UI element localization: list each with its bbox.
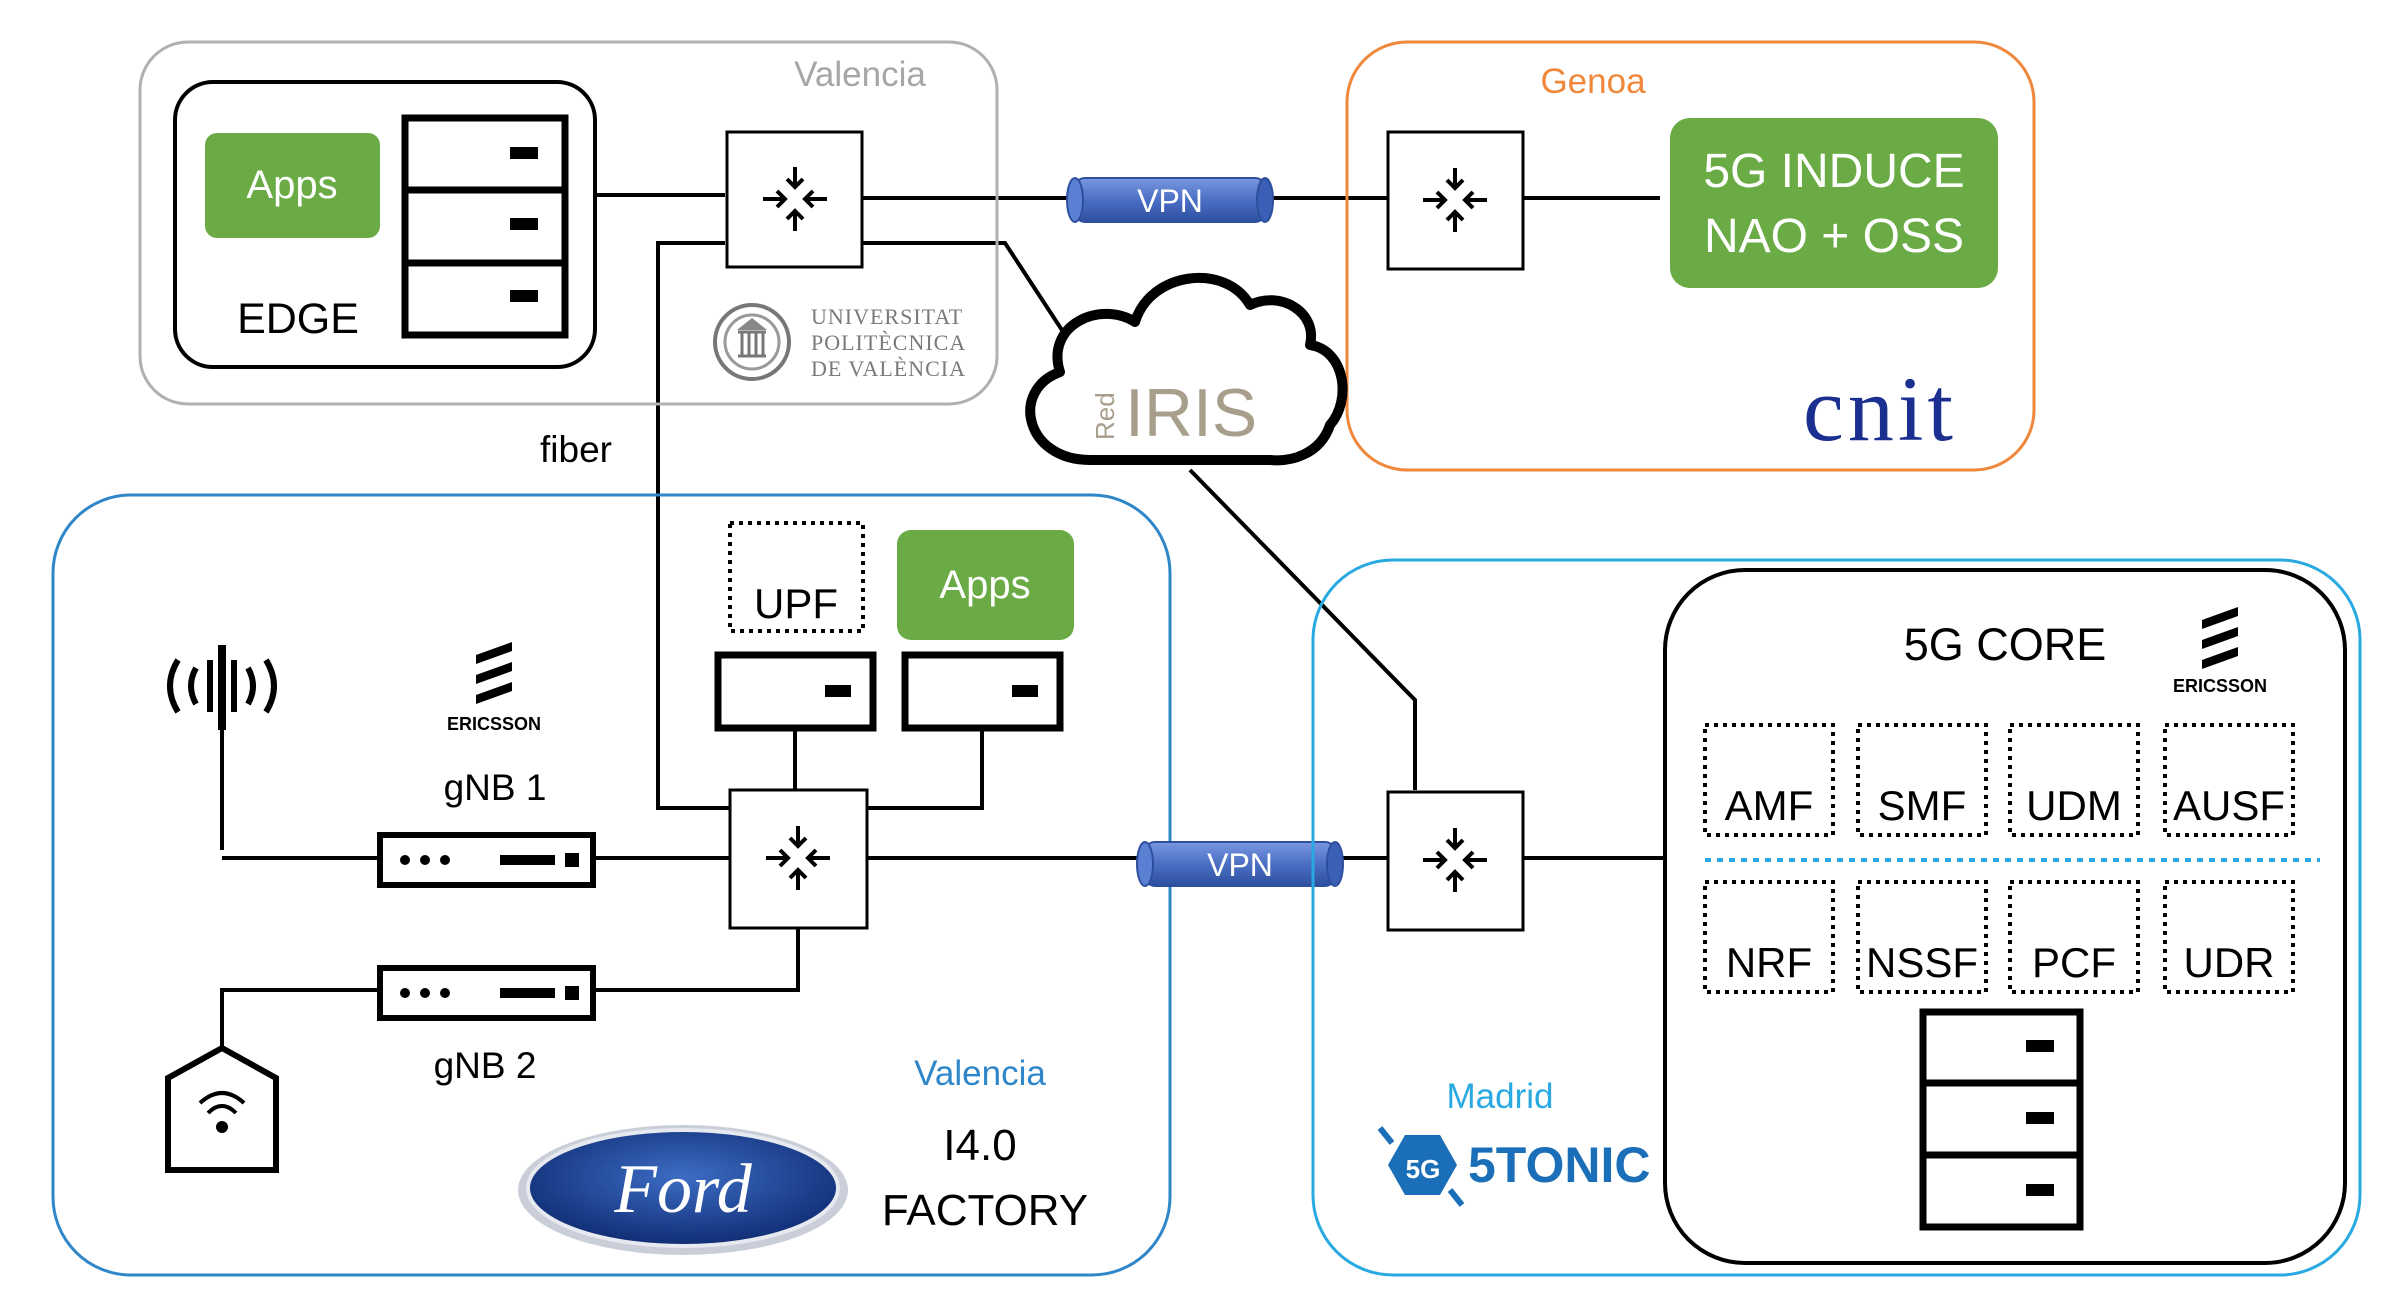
ericsson-logo-core: ERICSSON bbox=[2173, 607, 2267, 696]
fivetonic-hex-text: 5G bbox=[1406, 1154, 1441, 1184]
factory-title-line2: FACTORY bbox=[882, 1186, 1088, 1235]
factory-router-icon bbox=[728, 788, 869, 930]
upv-logo-line2: POLITÈCNICA bbox=[811, 330, 966, 355]
core-functions-row2: NRF NSSF PCF UDR bbox=[1703, 880, 2295, 994]
small-cell-icon bbox=[165, 1044, 279, 1173]
valencia-factory-region: ERICSSON gNB 1 gNB 2 UPF bbox=[51, 493, 1172, 1277]
ford-logo-text: Ford bbox=[613, 1151, 752, 1228]
madrid-border bbox=[1311, 558, 2362, 1277]
nf-nssf-label: NSSF bbox=[1866, 939, 1978, 986]
antenna-icon bbox=[167, 645, 277, 730]
ericsson-core-label: ERICSSON bbox=[2173, 676, 2267, 696]
ericsson-icon bbox=[2202, 607, 2238, 669]
fiber-line bbox=[656, 241, 730, 810]
rediris-iris-label: IRIS bbox=[1125, 375, 1257, 451]
nf-amf-box bbox=[1703, 723, 1835, 837]
fiber-label: fiber bbox=[540, 429, 612, 470]
rediris-to-madrid-line bbox=[1188, 468, 1417, 790]
upv-logo: UNIVERSITAT POLITÈCNICA DE VALÈNCIA bbox=[713, 303, 966, 381]
ericsson-gnb-label: ERICSSON bbox=[447, 714, 541, 734]
upf-server-icon bbox=[714, 651, 877, 732]
router-to-rediris-line bbox=[862, 241, 1077, 352]
gnb1-device-icon bbox=[377, 832, 596, 888]
small-cell-to-gnb2-line bbox=[220, 988, 378, 1050]
vpn-top-label: VPN bbox=[1137, 183, 1203, 219]
madrid-region: Madrid 5G 5TONIC 5G CORE ERICSSON AMF SM… bbox=[1311, 558, 2362, 1277]
fivetonic-hexagon-icon bbox=[1388, 1135, 1457, 1195]
factory-title-line1: I4.0 bbox=[943, 1121, 1016, 1170]
gnb2-device-icon bbox=[377, 965, 596, 1021]
induce-line1: 5G INDUCE bbox=[1703, 145, 1964, 198]
fivetonic-logo: 5G 5TONIC bbox=[1377, 1126, 1650, 1207]
apps-server-icon bbox=[901, 651, 1064, 732]
vpn-bottom-label: VPN bbox=[1207, 847, 1273, 883]
vpn-bottom-tunnel: VPN bbox=[1136, 841, 1344, 887]
nf-pcf-box bbox=[2008, 880, 2140, 994]
ford-oval-icon bbox=[526, 1128, 840, 1248]
nf-amf-label: AMF bbox=[1725, 782, 1814, 829]
edge-label: EDGE bbox=[237, 295, 359, 343]
madrid-router-icon bbox=[1386, 790, 1525, 932]
factory-region-title: Valencia bbox=[914, 1054, 1046, 1093]
valencia-upv-border bbox=[138, 40, 999, 406]
ericsson-icon bbox=[476, 642, 512, 704]
core-server-icon bbox=[1919, 1008, 2084, 1231]
nf-nrf-label: NRF bbox=[1726, 939, 1812, 986]
valencia-upv-region: Valencia Apps EDGE UNIVERSITAT POLITÈCNI… bbox=[138, 40, 999, 406]
rediris-red-label: Red bbox=[1090, 392, 1120, 440]
ford-logo: Ford bbox=[518, 1125, 848, 1255]
genoa-region: Genoa 5G INDUCE NAO + OSS cnit bbox=[1345, 40, 2036, 472]
edge-server-icon bbox=[401, 114, 569, 339]
gnb1-label: gNB 1 bbox=[444, 767, 547, 808]
edge-apps-label: Apps bbox=[246, 163, 337, 207]
induce-line2: NAO + OSS bbox=[1704, 210, 1964, 263]
core-functions-row1: AMF SMF UDM AUSF bbox=[1703, 723, 2295, 837]
valencia-router-icon bbox=[725, 130, 864, 269]
genoa-border bbox=[1345, 40, 2036, 472]
nf-udm-box bbox=[2008, 723, 2140, 837]
nf-ausf-label: AUSF bbox=[2173, 782, 2285, 829]
fivetonic-label: 5TONIC bbox=[1468, 1137, 1650, 1193]
apps-server-link bbox=[867, 730, 984, 810]
upv-logo-line1: UNIVERSITAT bbox=[811, 304, 963, 329]
upf-label: UPF bbox=[754, 580, 838, 627]
gnb2-to-router-line bbox=[595, 928, 800, 992]
upf-box bbox=[728, 521, 865, 633]
induce-nao-oss-box bbox=[1670, 118, 1998, 288]
cloud-icon bbox=[1025, 272, 1348, 466]
nf-udr-label: UDR bbox=[2184, 939, 2275, 986]
edge-apps-box bbox=[205, 133, 380, 238]
gnb2-label: gNB 2 bbox=[434, 1045, 537, 1086]
upv-logo-line3: DE VALÈNCIA bbox=[811, 356, 966, 381]
nf-udr-box bbox=[2163, 880, 2295, 994]
madrid-title: Madrid bbox=[1447, 1077, 1554, 1116]
genoa-title: Genoa bbox=[1540, 62, 1646, 101]
genoa-router-icon bbox=[1386, 130, 1525, 271]
cnit-logo: cnit bbox=[1803, 358, 1957, 460]
nf-pcf-label: PCF bbox=[2032, 939, 2116, 986]
nf-nrf-box bbox=[1703, 880, 1835, 994]
ericsson-logo-gnb: ERICSSON bbox=[447, 642, 541, 734]
nf-smf-box bbox=[1856, 723, 1988, 837]
factory-apps-label: Apps bbox=[939, 563, 1030, 607]
rediris-cloud: Red IRIS bbox=[1025, 272, 1348, 466]
connection-lines bbox=[220, 193, 1665, 1050]
nf-ausf-box bbox=[2163, 723, 2295, 837]
nf-smf-label: SMF bbox=[1878, 782, 1967, 829]
valencia-upv-title: Valencia bbox=[794, 55, 926, 94]
core-title: 5G CORE bbox=[1904, 619, 2107, 670]
factory-apps-box bbox=[897, 530, 1074, 640]
nf-udm-label: UDM bbox=[2026, 782, 2122, 829]
vpn-top-tunnel: VPN bbox=[1066, 177, 1274, 223]
nf-nssf-box bbox=[1856, 880, 1988, 994]
